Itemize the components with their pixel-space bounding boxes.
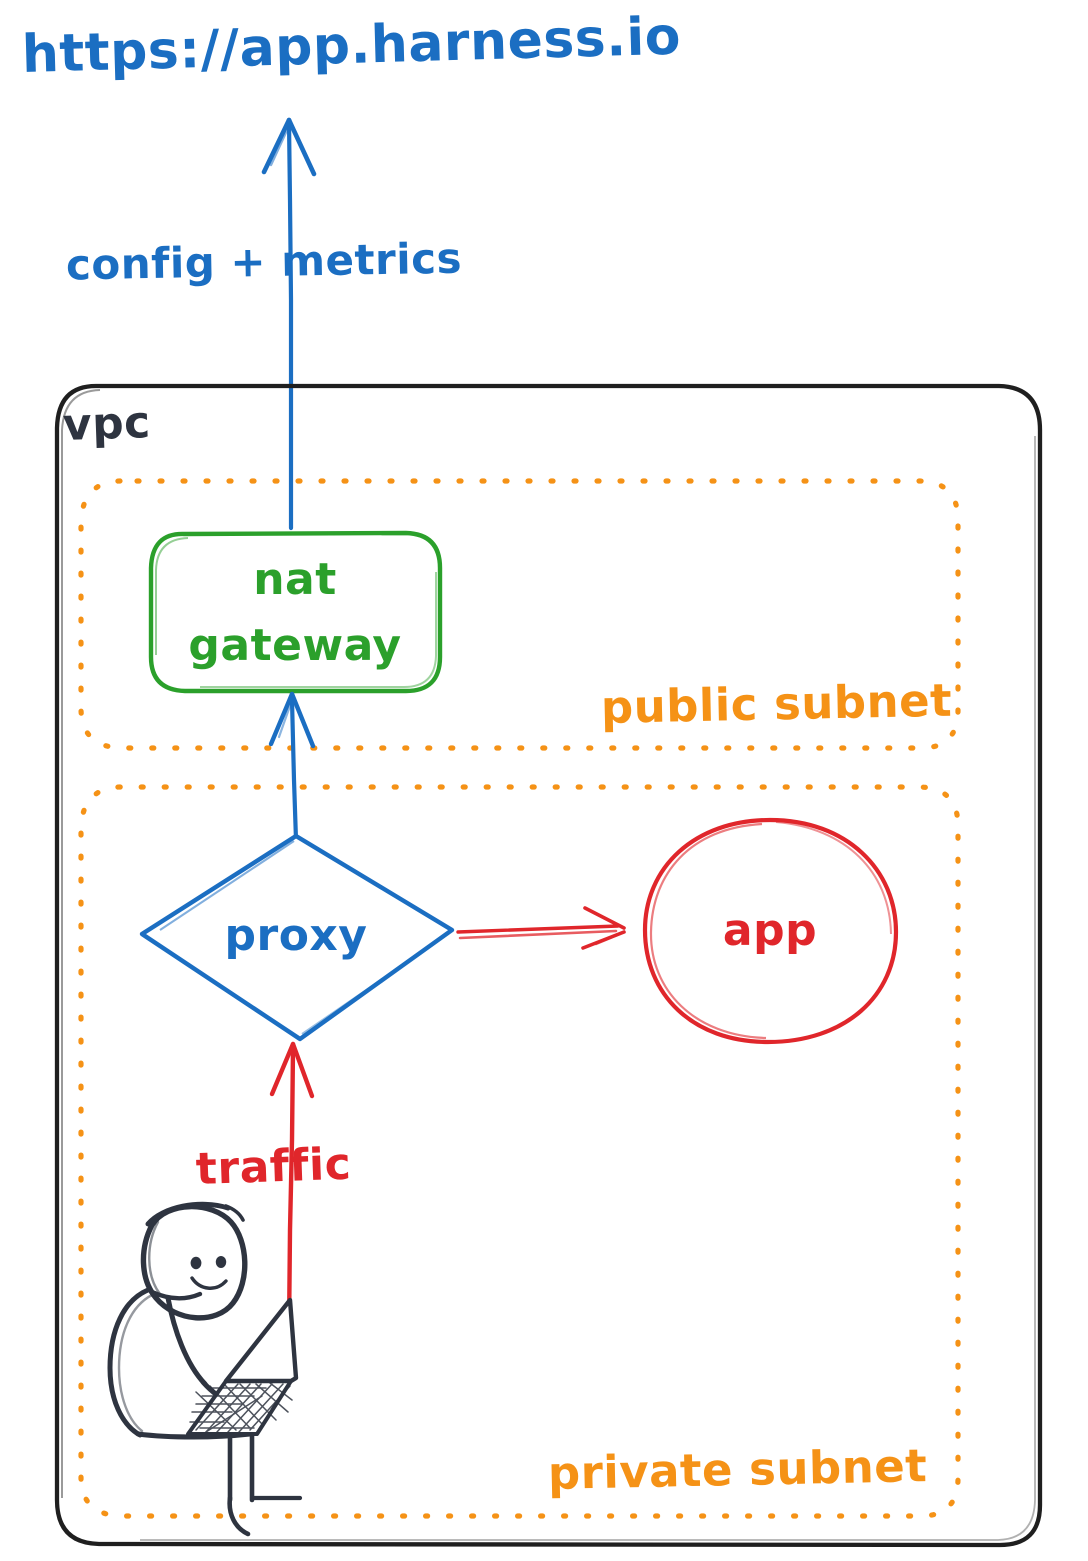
private-subnet-label: private subnet [547, 1439, 927, 1500]
private-subnet-container [78, 784, 961, 1519]
laptop-keyboard-hatch [189, 1382, 293, 1433]
vpc-label: vpc [62, 397, 151, 451]
laptop-screen-icon [223, 1297, 299, 1384]
vpc-container [54, 383, 1043, 1548]
user-head-icon [140, 1203, 248, 1321]
public-subnet-label: public subnet [600, 674, 952, 734]
node-app[interactable]: app [642, 817, 899, 1045]
app-label: app [723, 905, 817, 956]
user-smile-icon [190, 1276, 228, 1290]
node-nat-gateway[interactable]: nat gateway [148, 530, 443, 694]
node-user-stick-figure [107, 1201, 303, 1537]
user-eye-right-icon [215, 1256, 227, 1268]
proxy-label: proxy [225, 910, 368, 961]
edge-nat-to-internet [261, 117, 317, 531]
nat-gateway-label-line2: gateway [188, 620, 401, 671]
edge-label-config-metrics: config + metrics [66, 234, 463, 290]
edge-label-traffic: traffic [195, 1139, 352, 1195]
edge-proxy-to-nat [268, 691, 316, 843]
node-proxy[interactable]: proxy [139, 833, 455, 1042]
user-eye-left-icon [190, 1256, 202, 1270]
edge-proxy-to-app [456, 906, 626, 950]
edge-user-to-proxy [269, 1041, 315, 1335]
external-url-label: https://app.harness.io [21, 7, 682, 85]
nat-gateway-label-line1: nat [253, 554, 337, 605]
public-subnet-container [78, 478, 961, 751]
